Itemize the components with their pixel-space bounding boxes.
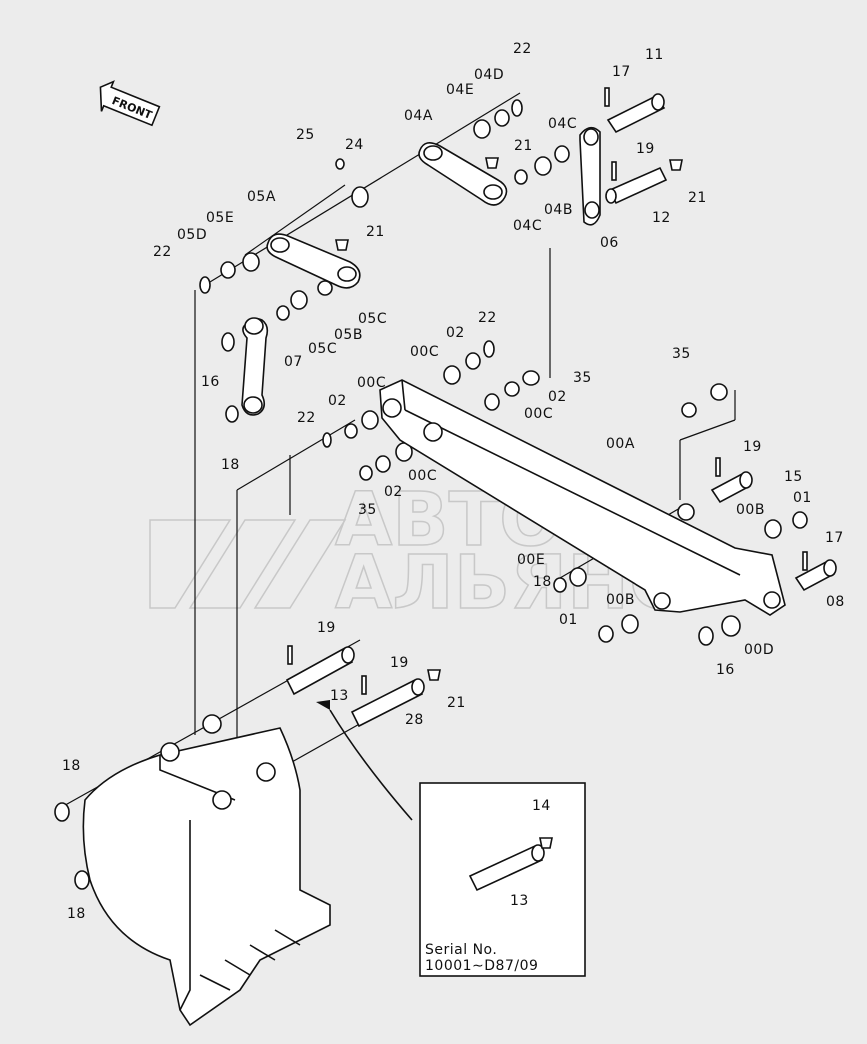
callout-04c: 04C xyxy=(513,218,542,234)
serial-range: 10001∼D87/09 xyxy=(425,958,538,974)
front-arrow: FRONT xyxy=(99,80,161,127)
callout-07: 07 xyxy=(284,354,303,370)
callout-01: 01 xyxy=(793,490,812,506)
callout-00b: 00B xyxy=(606,592,635,608)
callout-05c: 05C xyxy=(308,341,337,357)
callout-19: 19 xyxy=(317,620,336,636)
callout-00e: 00E xyxy=(517,552,545,568)
callout-22: 22 xyxy=(513,41,532,57)
callout-19: 19 xyxy=(743,439,762,455)
callout-13: 13 xyxy=(330,688,349,704)
callout-21: 21 xyxy=(514,138,533,154)
callout-18: 18 xyxy=(67,906,86,922)
callout-17: 17 xyxy=(612,64,631,80)
callout-04e: 04E xyxy=(446,82,474,98)
serial-label: Serial No. xyxy=(425,942,497,958)
link-07 xyxy=(241,317,269,416)
pin-13 xyxy=(285,646,355,696)
callout-04a: 04A xyxy=(404,108,433,124)
callout-02: 02 xyxy=(328,393,347,409)
bucket xyxy=(54,714,331,1027)
callout-04c: 04C xyxy=(548,116,577,132)
callout-02: 02 xyxy=(446,325,465,341)
callout-21: 21 xyxy=(447,695,466,711)
callout-05c: 05C xyxy=(358,311,387,327)
pin-28 xyxy=(350,678,425,728)
callout-08: 08 xyxy=(826,594,845,610)
bushings xyxy=(199,99,808,646)
callout-00c: 00C xyxy=(408,468,437,484)
grease-fittings xyxy=(335,157,683,681)
pin-12 xyxy=(605,166,668,205)
callout-00a: 00A xyxy=(606,436,635,452)
callout-22: 22 xyxy=(153,244,172,260)
callout-12: 12 xyxy=(652,210,671,226)
callout-16: 16 xyxy=(716,662,735,678)
callout-05b: 05B xyxy=(334,327,363,343)
callout-25: 25 xyxy=(296,127,315,143)
callout-00c: 00C xyxy=(357,375,386,391)
callout-21: 21 xyxy=(688,190,707,206)
pin-11 xyxy=(606,93,666,134)
callout-21: 21 xyxy=(366,224,385,240)
callout-00c: 00C xyxy=(410,344,439,360)
callout-05a: 05A xyxy=(247,189,276,205)
callout-22: 22 xyxy=(478,310,497,326)
callout-01: 01 xyxy=(559,612,578,628)
callout-02: 02 xyxy=(548,389,567,405)
callout-16: 16 xyxy=(201,374,220,390)
callout-labels: 22 11 17 04D 04E 04A 04C 25 24 21 19 21 … xyxy=(62,41,845,922)
inset-box: 14 13 Serial No. 10001∼D87/09 xyxy=(419,782,586,977)
callout-22: 22 xyxy=(297,410,316,426)
pin-15 xyxy=(710,471,753,504)
callout-15: 15 xyxy=(784,469,803,485)
callout-18: 18 xyxy=(62,758,81,774)
callout-24: 24 xyxy=(345,137,364,153)
callout-19: 19 xyxy=(390,655,409,671)
callout-06: 06 xyxy=(600,235,619,251)
callout-28: 28 xyxy=(405,712,424,728)
callout-00d: 00D xyxy=(744,642,774,658)
arm-00a xyxy=(379,379,786,616)
callout-19: 19 xyxy=(636,141,655,157)
callout-05e: 05E xyxy=(206,210,234,226)
callout-04b: 04B xyxy=(544,202,573,218)
callout-18: 18 xyxy=(533,574,552,590)
callout-17: 17 xyxy=(825,530,844,546)
inset-arrow xyxy=(316,700,413,821)
inset-callout-13: 13 xyxy=(510,893,529,909)
callout-11: 11 xyxy=(645,47,664,63)
pin-08 xyxy=(794,559,837,592)
link-04a xyxy=(418,142,508,206)
callout-35: 35 xyxy=(358,502,377,518)
callout-00c: 00C xyxy=(524,406,553,422)
callout-00b: 00B xyxy=(736,502,765,518)
link-05a xyxy=(266,233,361,289)
lock-pins xyxy=(287,87,808,695)
callout-05d: 05D xyxy=(177,227,207,243)
callout-02: 02 xyxy=(384,484,403,500)
link-06 xyxy=(579,126,601,226)
inset-callout-14: 14 xyxy=(532,798,551,814)
callout-35: 35 xyxy=(672,346,691,362)
watermark-logo xyxy=(149,519,347,609)
callout-18: 18 xyxy=(221,457,240,473)
callout-35: 35 xyxy=(573,370,592,386)
callout-04d: 04D xyxy=(474,67,504,83)
